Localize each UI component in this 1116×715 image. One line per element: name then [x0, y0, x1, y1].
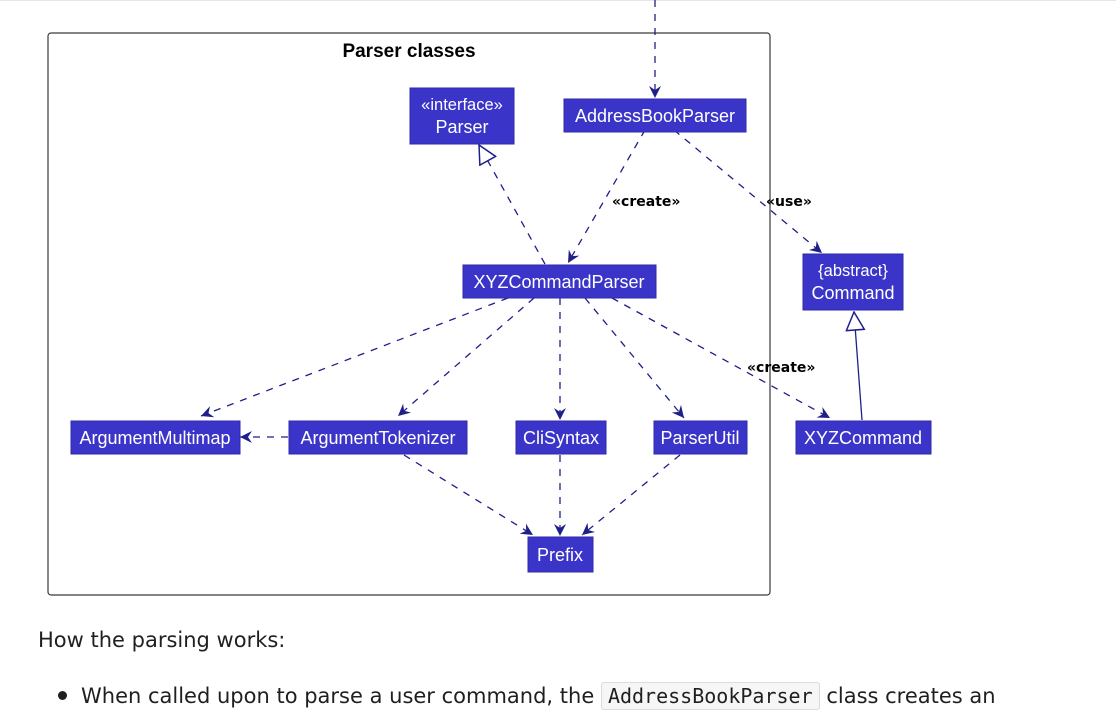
edge-create-parser [567, 129, 646, 264]
parserutil-name: ParserUtil [660, 428, 739, 448]
edge-parserutil-to-prefix [581, 454, 681, 536]
edge-tokenizer-to-prefix [403, 454, 534, 536]
inline-code-addressbookparser: AddressBookParser [600, 682, 820, 710]
class-abstract-command: {abstract} Command [802, 253, 904, 311]
command-stereotype: {abstract} [818, 262, 888, 280]
class-argumenttokenizer: ArgumentTokenizer [288, 420, 468, 455]
class-xyzcommandparser: XYZCommandParser [462, 264, 657, 299]
edge-to-argumenttokenizer [397, 297, 535, 417]
label-use: «use» [766, 194, 812, 210]
edge-to-argumentmultimap [200, 297, 509, 418]
class-xyzcommand: XYZCommand [795, 420, 932, 455]
package-title: Parser classes [342, 41, 475, 62]
edge-realizes-parser [479, 145, 546, 265]
label-create-command: «create» [747, 360, 815, 376]
parser-stereotype: «interface» [421, 96, 503, 114]
label-create-parser: «create» [612, 194, 680, 210]
section-heading: How the parsing works: [38, 628, 286, 652]
class-addressbookparser: AddressBookParser [563, 98, 747, 133]
bullet-dot [58, 690, 67, 700]
xyzcommand-name: XYZCommand [804, 428, 922, 448]
bullet-item: When called upon to parse a user command… [58, 682, 996, 710]
argumentmultimap-name: ArgumentMultimap [79, 428, 230, 448]
clisyntax-name: CliSyntax [523, 428, 599, 448]
edge-create-xyzcommand [611, 297, 831, 419]
class-prefix: Prefix [527, 536, 594, 573]
class-argumentmultimap: ArgumentMultimap [70, 420, 241, 455]
bullet-text-before: When called upon to parse a user command… [81, 684, 595, 708]
command-name: Command [811, 283, 894, 303]
parser-class-diagram: Parser classes «create» «use» «create» «… [47, 0, 932, 596]
prefix-name: Prefix [537, 545, 583, 565]
class-parserutil: ParserUtil [653, 420, 748, 455]
xyzcommandparser-name: XYZCommandParser [473, 272, 644, 292]
class-clisyntax: CliSyntax [515, 420, 607, 455]
parser-name: Parser [435, 117, 488, 137]
top-divider [0, 0, 1116, 1]
class-parser-interface: «interface» Parser [409, 87, 515, 145]
argumenttokenizer-name: ArgumentTokenizer [300, 428, 455, 448]
addressbookparser-name: AddressBookParser [575, 106, 735, 126]
package-frame [47, 32, 771, 596]
bullet-text-after: class creates an [826, 684, 996, 708]
edge-use-command [673, 129, 823, 254]
edge-xyzcommand-extends-command [854, 312, 862, 421]
edge-to-parserutil [584, 297, 685, 419]
